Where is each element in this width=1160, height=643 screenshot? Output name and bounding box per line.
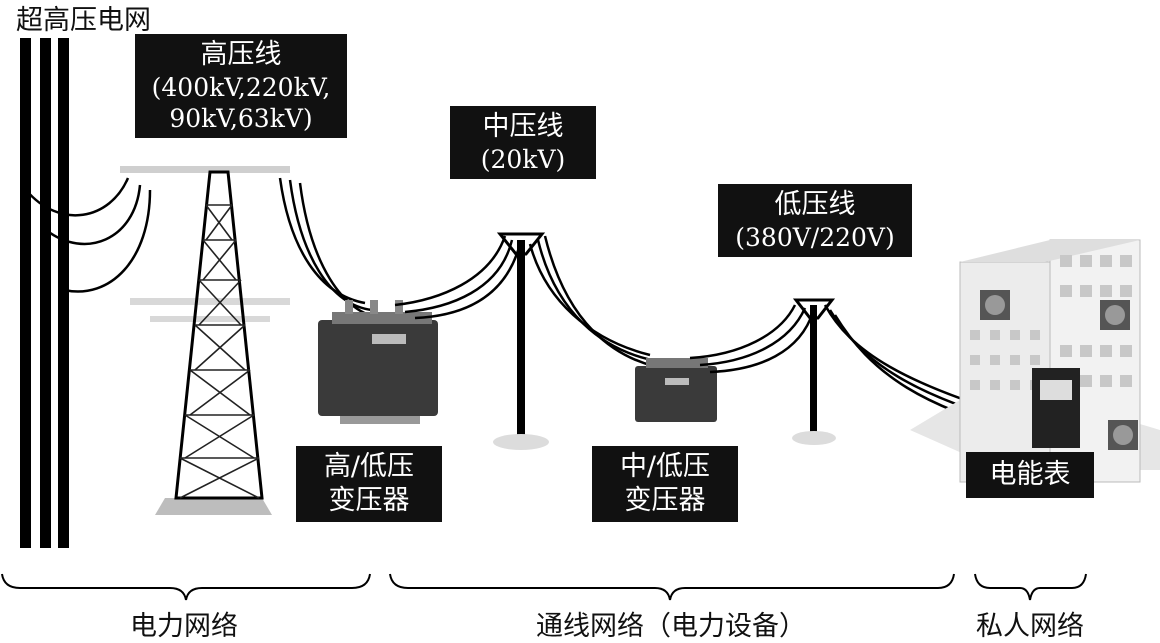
section-private-network: 私人网络 xyxy=(976,611,1084,642)
mid-low-transformer-label-2: 变压器 xyxy=(624,484,706,516)
building xyxy=(910,239,1160,483)
low-voltage-line-label: 低压线 (380V/220V) xyxy=(718,184,912,257)
section-braces xyxy=(1,573,1087,601)
high-low-transformer-label: 高/低压 变压器 xyxy=(296,446,442,522)
ultra-high-voltage-bars xyxy=(20,38,69,548)
feed-wires xyxy=(25,177,152,293)
high-low-transformer-label-2: 变压器 xyxy=(328,484,410,516)
section-power-network: 电力网络 xyxy=(130,611,238,642)
low-voltage-line-value: (380V/220V) xyxy=(735,222,895,252)
electric-meter-icon xyxy=(1032,368,1080,448)
mid-low-transformer-label: 中/低压 变压器 xyxy=(592,446,738,522)
transmission-tower xyxy=(120,166,290,515)
high-voltage-line-label: 高压线 (400kV,220kV, 90kV,63kV) xyxy=(135,34,347,139)
high-voltage-line-values-1: (400kV,220kV, xyxy=(151,72,331,102)
electric-meter-label: 电能表 xyxy=(966,452,1094,498)
mid-pole-to-transformer-wires xyxy=(528,235,675,372)
transformer-to-low-pole-wires xyxy=(689,304,815,374)
high-low-transformer-label-1: 高/低压 xyxy=(323,451,415,482)
medium-voltage-line-value: (20kV) xyxy=(480,144,566,174)
low-voltage-pole xyxy=(792,298,836,445)
transformer-to-mid-pole-wires xyxy=(394,235,522,320)
low-voltage-line-title: 低压线 xyxy=(774,189,856,220)
high-voltage-line-values-2: 90kV,63kV) xyxy=(169,104,313,133)
section-distribution-network: 通线网络（电力设备） xyxy=(536,611,806,642)
mid-low-transformer xyxy=(635,358,717,422)
medium-voltage-line-label: 中压线 (20kV) xyxy=(450,106,596,179)
high-low-transformer xyxy=(318,300,438,424)
high-voltage-line-title: 高压线 xyxy=(200,39,282,70)
medium-voltage-line-title: 中压线 xyxy=(482,111,564,142)
medium-voltage-pole xyxy=(493,232,549,450)
ultra-high-voltage-title: 超高压电网 xyxy=(16,5,151,36)
mid-low-transformer-label-1: 中/低压 xyxy=(619,451,711,482)
ac-unit-icon xyxy=(980,290,1138,450)
tower-to-transformer-wires xyxy=(278,177,383,320)
